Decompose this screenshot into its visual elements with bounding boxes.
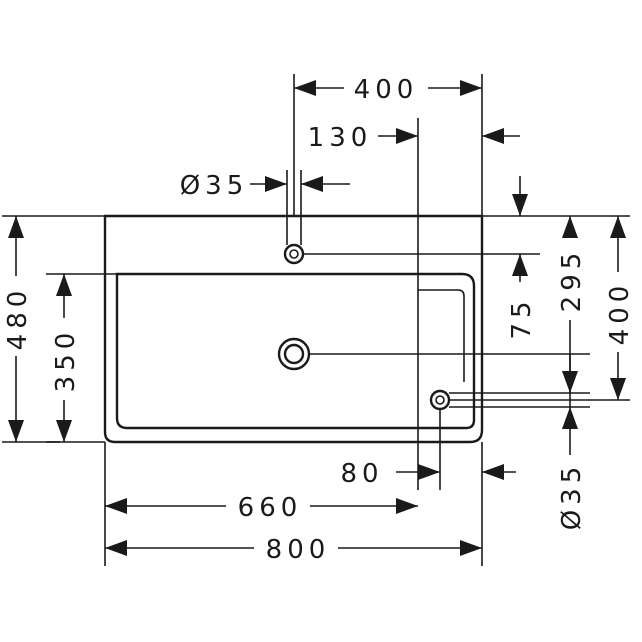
dimension-130 xyxy=(378,128,520,144)
label-dia-side: Ø35 xyxy=(557,462,587,531)
label-400-top: 400 xyxy=(354,75,419,105)
basin-outline xyxy=(103,214,484,444)
label-480: 480 xyxy=(3,286,33,351)
dimension-350 xyxy=(56,274,72,442)
dimension-dia-side xyxy=(562,354,578,455)
label-660: 660 xyxy=(238,493,303,523)
dimension-800 xyxy=(105,540,482,556)
dimension-400-right xyxy=(610,216,626,400)
extension-lines xyxy=(2,74,630,566)
dimension-400-top xyxy=(294,80,482,96)
label-130: 130 xyxy=(308,123,373,153)
label-350: 350 xyxy=(51,328,81,393)
dimension-dia-top xyxy=(250,176,350,192)
label-dia-top: Ø35 xyxy=(180,171,249,201)
tap-hole xyxy=(283,243,305,265)
dimension-75 xyxy=(512,176,528,282)
dimension-660 xyxy=(105,498,418,514)
drain xyxy=(277,337,311,371)
label-800: 800 xyxy=(266,535,331,565)
dimension-480 xyxy=(8,216,24,442)
label-80: 80 xyxy=(340,459,383,489)
label-295: 295 xyxy=(557,248,587,313)
label-75: 75 xyxy=(507,296,537,339)
overflow-hole xyxy=(429,389,451,411)
dimension-80 xyxy=(396,464,516,480)
label-400-right: 400 xyxy=(605,281,635,346)
